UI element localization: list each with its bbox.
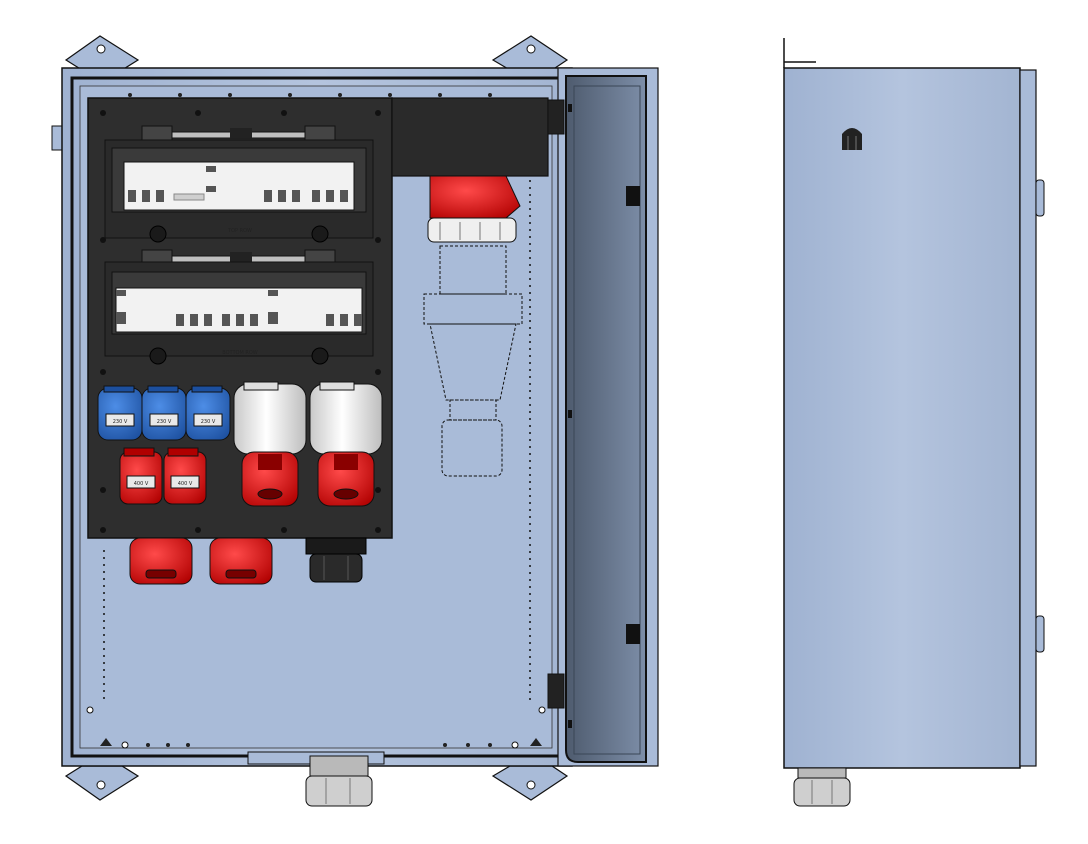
breaker-panel-top: TOP ROW bbox=[104, 125, 374, 243]
side-view bbox=[783, 38, 1045, 807]
cable-gland-black bbox=[305, 537, 367, 583]
side-enclosure-body bbox=[783, 67, 1021, 769]
blue-socket-2-label: 230 V bbox=[157, 419, 172, 425]
red-socket-2: 400 V bbox=[163, 447, 207, 505]
cee-socket-large-2 bbox=[309, 381, 383, 507]
blue-socket-1-label: 230 V bbox=[113, 419, 128, 425]
blue-socket-1: 230 V bbox=[97, 385, 143, 441]
blue-socket-3: 230 V bbox=[185, 385, 231, 441]
blue-socket-2: 230 V bbox=[141, 385, 187, 441]
blue-socket-3-label: 230 V bbox=[201, 419, 216, 425]
cee-plug-ghost bbox=[423, 245, 523, 477]
side-cable-gland bbox=[793, 767, 851, 807]
open-door bbox=[547, 67, 659, 767]
cable-gland-bottom bbox=[305, 755, 373, 807]
bottom-inlet-2 bbox=[209, 537, 273, 585]
side-lock-slot bbox=[842, 128, 862, 150]
red-socket-1-label: 400 V bbox=[134, 481, 149, 487]
breaker-panel-bottom: BOTTOM ROW bbox=[104, 249, 374, 365]
cee-socket-large-1 bbox=[233, 381, 307, 507]
bottom-inlet-1 bbox=[129, 537, 193, 585]
breaker-panel-top-label: TOP ROW bbox=[227, 228, 252, 234]
frame-screws bbox=[121, 93, 519, 749]
red-socket-1: 400 V bbox=[119, 447, 163, 505]
breaker-panel-bottom-label: BOTTOM ROW bbox=[222, 350, 258, 356]
cee-inlet-red bbox=[427, 175, 521, 243]
front-view: TOP ROW BOTTOM ROW bbox=[51, 35, 659, 807]
red-socket-2-label: 400 V bbox=[178, 481, 193, 487]
